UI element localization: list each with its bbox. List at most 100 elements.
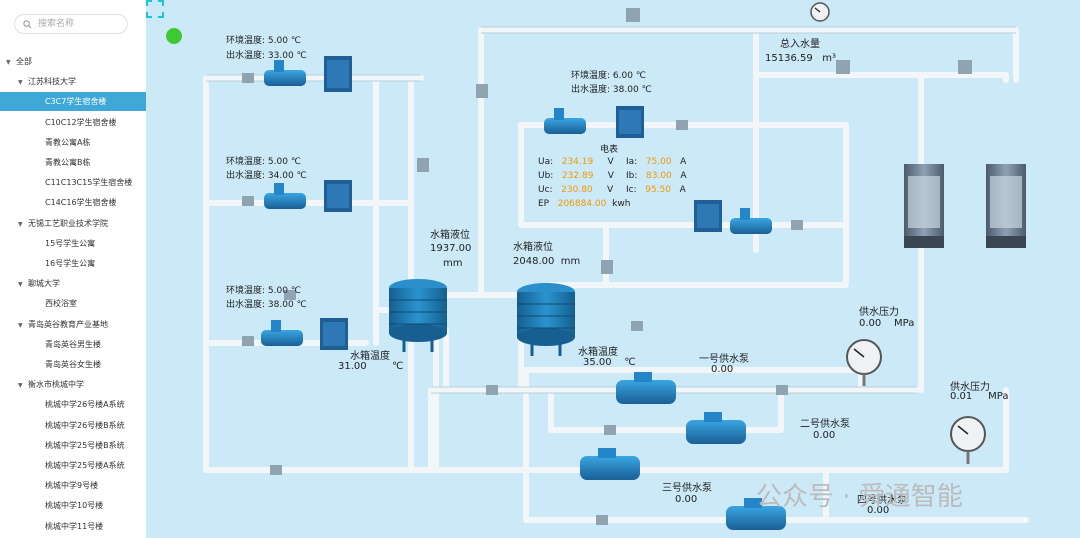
supply-pressure-2-label: 供水压力 <box>950 382 990 393</box>
tree-item-label: 青教公寓B栋 <box>45 158 91 167</box>
tank2-temp-value: 35.00 ℃ <box>583 357 636 368</box>
expand-arrow-icon[interactable]: ▼ <box>18 321 23 329</box>
tree-item-label: 桃城中学26号楼A系统 <box>45 400 125 410</box>
tank1-level-value: 1937.00 <box>430 243 472 254</box>
water-tank-2 <box>517 283 575 356</box>
expand-arrow-icon[interactable]: ▼ <box>18 79 23 87</box>
tree-item-label: 桃城中学25号楼A系统 <box>45 461 125 470</box>
cooling-tower-2 <box>986 164 1026 248</box>
scada-diagram: 环境温度: 5.00 ℃ 出水温度: 33.00 ℃ 环境温度: 5.00 ℃ … <box>146 0 1080 538</box>
tree-item-label: 西校浴室 <box>45 299 77 309</box>
expand-arrow-icon[interactable]: ▼ <box>18 220 23 228</box>
tree-item[interactable]: 桃城中学10号楼 <box>0 496 146 515</box>
supply-pump-4-graphic <box>726 498 786 530</box>
tree-item[interactable]: 青教公寓B栋 <box>0 153 146 172</box>
tree-item[interactable]: ▼ 无锡工艺职业技术学院 <box>0 214 146 233</box>
pipes <box>203 27 1029 523</box>
tree-item[interactable]: C11C13C15学生宿舍楼 <box>0 173 146 192</box>
tree-item[interactable]: 16号学生公寓 <box>0 254 146 273</box>
tree-item[interactable]: ▼ 青岛英谷教育产业基地 <box>0 315 146 334</box>
tree-item-label: 15号学生公寓 <box>45 238 96 248</box>
heat-pump-unit-5 <box>694 200 722 232</box>
tree-item-label: C11C13C15学生宿舍楼 <box>45 178 133 188</box>
heat-pump-unit-1 <box>324 56 352 92</box>
tree-item[interactable]: 桃城中学11号楼 <box>0 517 146 536</box>
cooling-tower-1 <box>904 164 944 248</box>
fullscreen-icon[interactable] <box>146 0 164 18</box>
tree-item[interactable]: 西校浴室 <box>0 294 146 313</box>
tree-item[interactable]: C10C12学生宿舍楼 <box>0 113 146 132</box>
expand-arrow-icon[interactable]: ▼ <box>18 281 23 289</box>
pump1-label: 一号供水泵 <box>699 354 749 365</box>
unit2-env-temp: 环境温度: 5.00 ℃ <box>226 157 301 167</box>
circulation-pump-5 <box>730 208 772 234</box>
pump2-value: 0.00 <box>813 430 836 441</box>
unit4-out-temp: 出水温度: 38.00 ℃ <box>571 85 652 95</box>
tank2-level-label: 水箱液位 <box>513 242 553 253</box>
meter-ib: Ib: 83.00 A <box>626 171 687 181</box>
tree-item-label: C14C16学生宿舍楼 <box>45 198 117 208</box>
search-box[interactable] <box>14 14 128 34</box>
watermark: 公众号 · 舜通智能 <box>756 482 963 512</box>
tree-item[interactable]: ▼衡水市桃城中学 <box>0 375 146 394</box>
expand-arrow-icon[interactable]: ▼ <box>18 382 23 390</box>
pipe-network <box>203 2 1029 530</box>
tree-item[interactable]: 青岛英谷女生楼 <box>0 355 146 374</box>
tree-item-label: 无锡工艺职业技术学院 <box>28 218 108 228</box>
tree-item[interactable]: C14C16学生宿舍楼 <box>0 193 146 212</box>
tree-item[interactable]: 桃城中学25号楼A系统 <box>0 456 146 475</box>
tree-item[interactable]: ▼江苏科技大学 <box>0 72 146 91</box>
tree-item[interactable]: C3C7学生宿舍楼 <box>0 92 146 112</box>
sidebar-tree-panel: ▼ 全部 ▼江苏科技大学 C3C7学生宿舍楼 C10C12学生宿舍楼青教公寓A栋青教公寓… <box>0 0 147 538</box>
tree-item-label: 桃城中学26号楼B系统 <box>45 420 125 430</box>
heat-pump-unit-3 <box>320 318 348 350</box>
tree-item[interactable]: 青岛英谷男生楼 <box>0 335 146 354</box>
unit1-env-temp: 环境温度: 5.00 ℃ <box>226 36 301 46</box>
tree-item[interactable]: 桃城中学26号楼A系统 <box>0 395 146 414</box>
tree-item-label: 青岛英谷教育产业基地 <box>28 319 108 329</box>
pump4-value: 0.00 <box>867 505 890 516</box>
tree-item-label: C3C7学生宿舍楼 <box>45 97 107 107</box>
tank2-temp-label: 水箱温度 <box>578 347 618 358</box>
tree-item-label: 桃城中学25号楼B系统 <box>45 440 125 450</box>
status-indicator <box>166 28 182 44</box>
tree-item[interactable]: ▼ 全部 <box>0 52 146 71</box>
search-input[interactable] <box>36 18 120 30</box>
unit2-out-temp: 出水温度: 34.00 ℃ <box>226 171 307 181</box>
pump1-value: 0.00 <box>711 364 734 375</box>
tree-item-label: 青岛英谷男生楼 <box>45 339 101 349</box>
tree-item-label: 全部 <box>16 57 32 66</box>
tree-item[interactable]: ▼聊城大学 <box>0 274 146 293</box>
expand-arrow-icon[interactable]: ▼ <box>6 59 11 66</box>
tree-item-label: 桃城中学10号楼 <box>45 501 104 511</box>
unit3-out-temp: 出水温度: 38.00 ℃ <box>226 300 307 310</box>
tree-item[interactable]: 桃城中学9号楼 <box>0 476 146 495</box>
tree-item[interactable]: 青教公寓A栋 <box>0 133 146 152</box>
unit4-env-temp: 环境温度: 6.00 ℃ <box>571 71 646 81</box>
tank1-temp-label: 水箱温度 <box>350 351 390 362</box>
circulation-pump-4 <box>544 108 586 134</box>
tree-item[interactable]: 15号学生公寓 <box>0 234 146 253</box>
valves <box>242 8 972 525</box>
meter-ub: Ub: 232.89 V <box>538 171 614 181</box>
pump3-value: 0.00 <box>675 494 698 505</box>
tank2-level-value: 2048.00 mm <box>513 256 581 267</box>
tree-item-label: C10C12学生宿舍楼 <box>45 117 117 127</box>
meter-ua: Ua: 234.19 V <box>538 157 614 167</box>
total-inlet-value: 15136.59 m³ <box>765 53 837 64</box>
supply-pump-2-graphic <box>686 412 746 444</box>
total-inlet-label: 总入水量 <box>780 39 820 50</box>
meter-uc: Uc: 230.80 V <box>538 185 614 195</box>
unit3-env-temp: 环境温度: 5.00 ℃ <box>226 286 301 296</box>
pressure-gauge-2 <box>950 416 986 464</box>
search-icon <box>23 19 32 28</box>
pump4-label: 四号供水泵 <box>857 495 907 506</box>
supply-pressure-1-label: 供水压力 <box>859 307 899 318</box>
tree-item[interactable]: 桃城中学26号楼B系统 <box>0 416 146 435</box>
tree-item-label: 桃城中学11号楼 <box>45 521 104 531</box>
circulation-pump-1 <box>264 60 306 86</box>
supply-pump-3-graphic <box>580 448 640 480</box>
tree-item[interactable]: 桃城中学25号楼B系统 <box>0 436 146 455</box>
heat-pump-unit-2 <box>324 180 352 212</box>
meter-ep: EP 206884.00 kwh <box>538 199 631 209</box>
